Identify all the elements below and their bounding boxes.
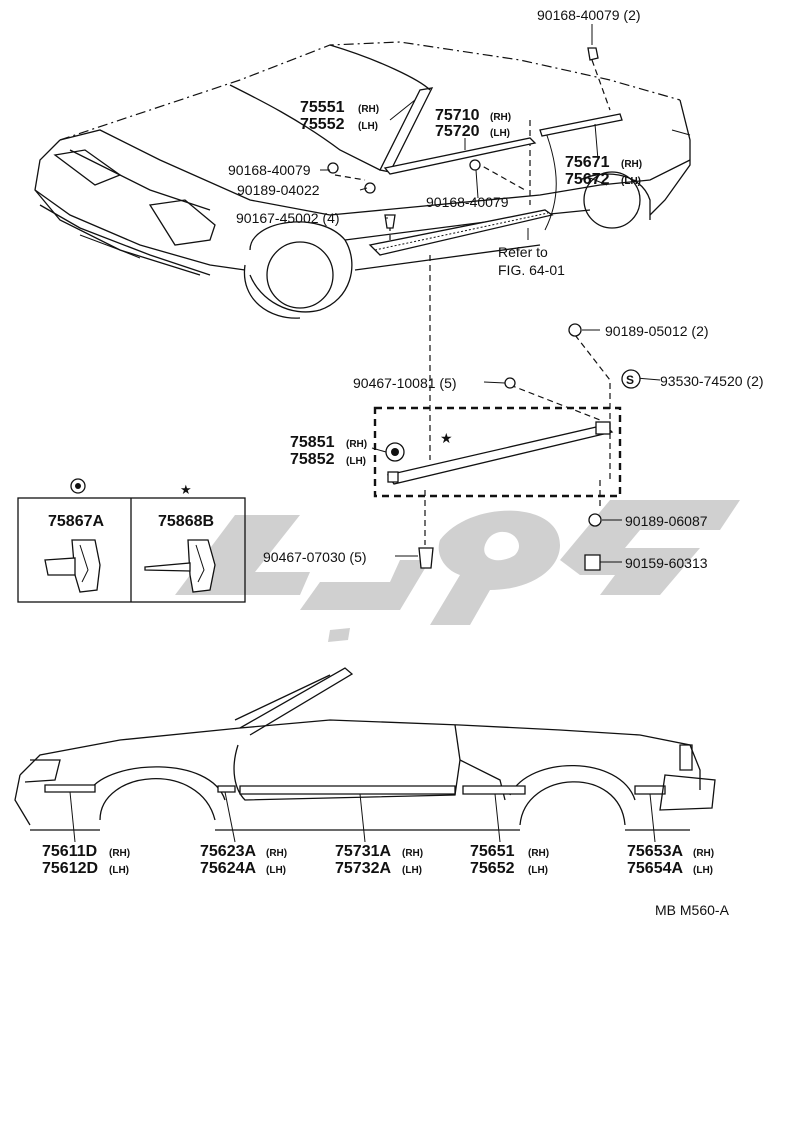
label-90467-07030: 90467-07030 (5) xyxy=(263,549,367,565)
star-mark-moulding: ★ xyxy=(440,430,453,446)
label-75720-side: (LH) xyxy=(490,128,510,139)
label-refer-line1: Refer to xyxy=(498,244,548,260)
label-93530-74520: 93530-74520 (2) xyxy=(660,373,764,389)
label-75851-side: (RH) xyxy=(346,439,367,450)
label-75652-side: (LH) xyxy=(528,865,548,876)
label-75710-side: (RH) xyxy=(490,112,511,123)
label-75551: 75551 xyxy=(300,99,345,116)
label-75732A-side: (LH) xyxy=(402,865,422,876)
label-75671-side: (RH) xyxy=(621,159,642,170)
star-mark-clip: ★ xyxy=(180,482,192,497)
label-refer-line2: FIG. 64-01 xyxy=(498,262,565,278)
label-75672: 75672 xyxy=(565,171,610,188)
clip-detail-box xyxy=(17,478,246,603)
label-90168-40079-a: 90168-40079 xyxy=(228,162,311,178)
label-75623A-side: (RH) xyxy=(266,848,287,859)
label-75612D-side: (LH) xyxy=(109,865,129,876)
label-75731A-side: (RH) xyxy=(402,848,423,859)
label-75851: 75851 xyxy=(290,434,335,451)
label-90167-45002: 90167-45002 (4) xyxy=(236,210,340,226)
label-90168-40079-b: 90168-40079 xyxy=(426,194,509,210)
label-75651-side: (RH) xyxy=(528,848,549,859)
label-75652: 75652 xyxy=(470,860,515,877)
top-car-illustration xyxy=(34,41,691,460)
part-labels: 90168-40079 (2) 75551 (RH) 75552 (LH) 75… xyxy=(42,7,764,918)
label-90159-60313: 90159-60313 xyxy=(625,555,708,571)
s-symbol-text: S xyxy=(626,373,634,387)
s-symbol-icon xyxy=(621,369,641,389)
label-75611D: 75611D xyxy=(42,843,97,860)
label-75653A: 75653A xyxy=(627,843,683,860)
label-75651: 75651 xyxy=(470,843,515,860)
label-75624A-side: (LH) xyxy=(266,865,286,876)
label-75654A-side: (LH) xyxy=(693,865,713,876)
label-75671: 75671 xyxy=(565,154,610,171)
label-75624A: 75624A xyxy=(200,860,256,877)
label-90467-10081: 90467-10081 (5) xyxy=(353,375,457,391)
leader-lines xyxy=(320,24,661,563)
label-75552-side: (LH) xyxy=(358,121,378,132)
label-90189-06087: 90189-06087 xyxy=(625,513,708,529)
label-75552: 75552 xyxy=(300,116,345,133)
figure-code: MB M560-A xyxy=(655,902,730,918)
label-75852-side: (LH) xyxy=(346,456,366,467)
label-75672-side: (LH) xyxy=(621,176,641,187)
label-75710: 75710 xyxy=(435,107,480,124)
label-75612D: 75612D xyxy=(42,860,98,877)
label-75732A: 75732A xyxy=(335,860,391,877)
label-75654A: 75654A xyxy=(627,860,683,877)
bottom-car-illustration xyxy=(14,667,716,843)
label-75868B: 75868B xyxy=(158,513,214,530)
label-90168-40079-top: 90168-40079 (2) xyxy=(537,7,641,23)
label-75731A: 75731A xyxy=(335,843,391,860)
label-75623A: 75623A xyxy=(200,843,256,860)
label-90189-05012: 90189-05012 (2) xyxy=(605,323,709,339)
rocker-moulding-assembly xyxy=(373,323,622,571)
label-75611D-side: (RH) xyxy=(109,848,130,859)
label-75720: 75720 xyxy=(435,123,480,140)
label-75551-side: (RH) xyxy=(358,104,379,115)
label-75653A-side: (RH) xyxy=(693,848,714,859)
label-75852: 75852 xyxy=(290,451,335,468)
label-75867A: 75867A xyxy=(48,513,104,530)
label-90189-04022: 90189-04022 xyxy=(237,182,320,198)
